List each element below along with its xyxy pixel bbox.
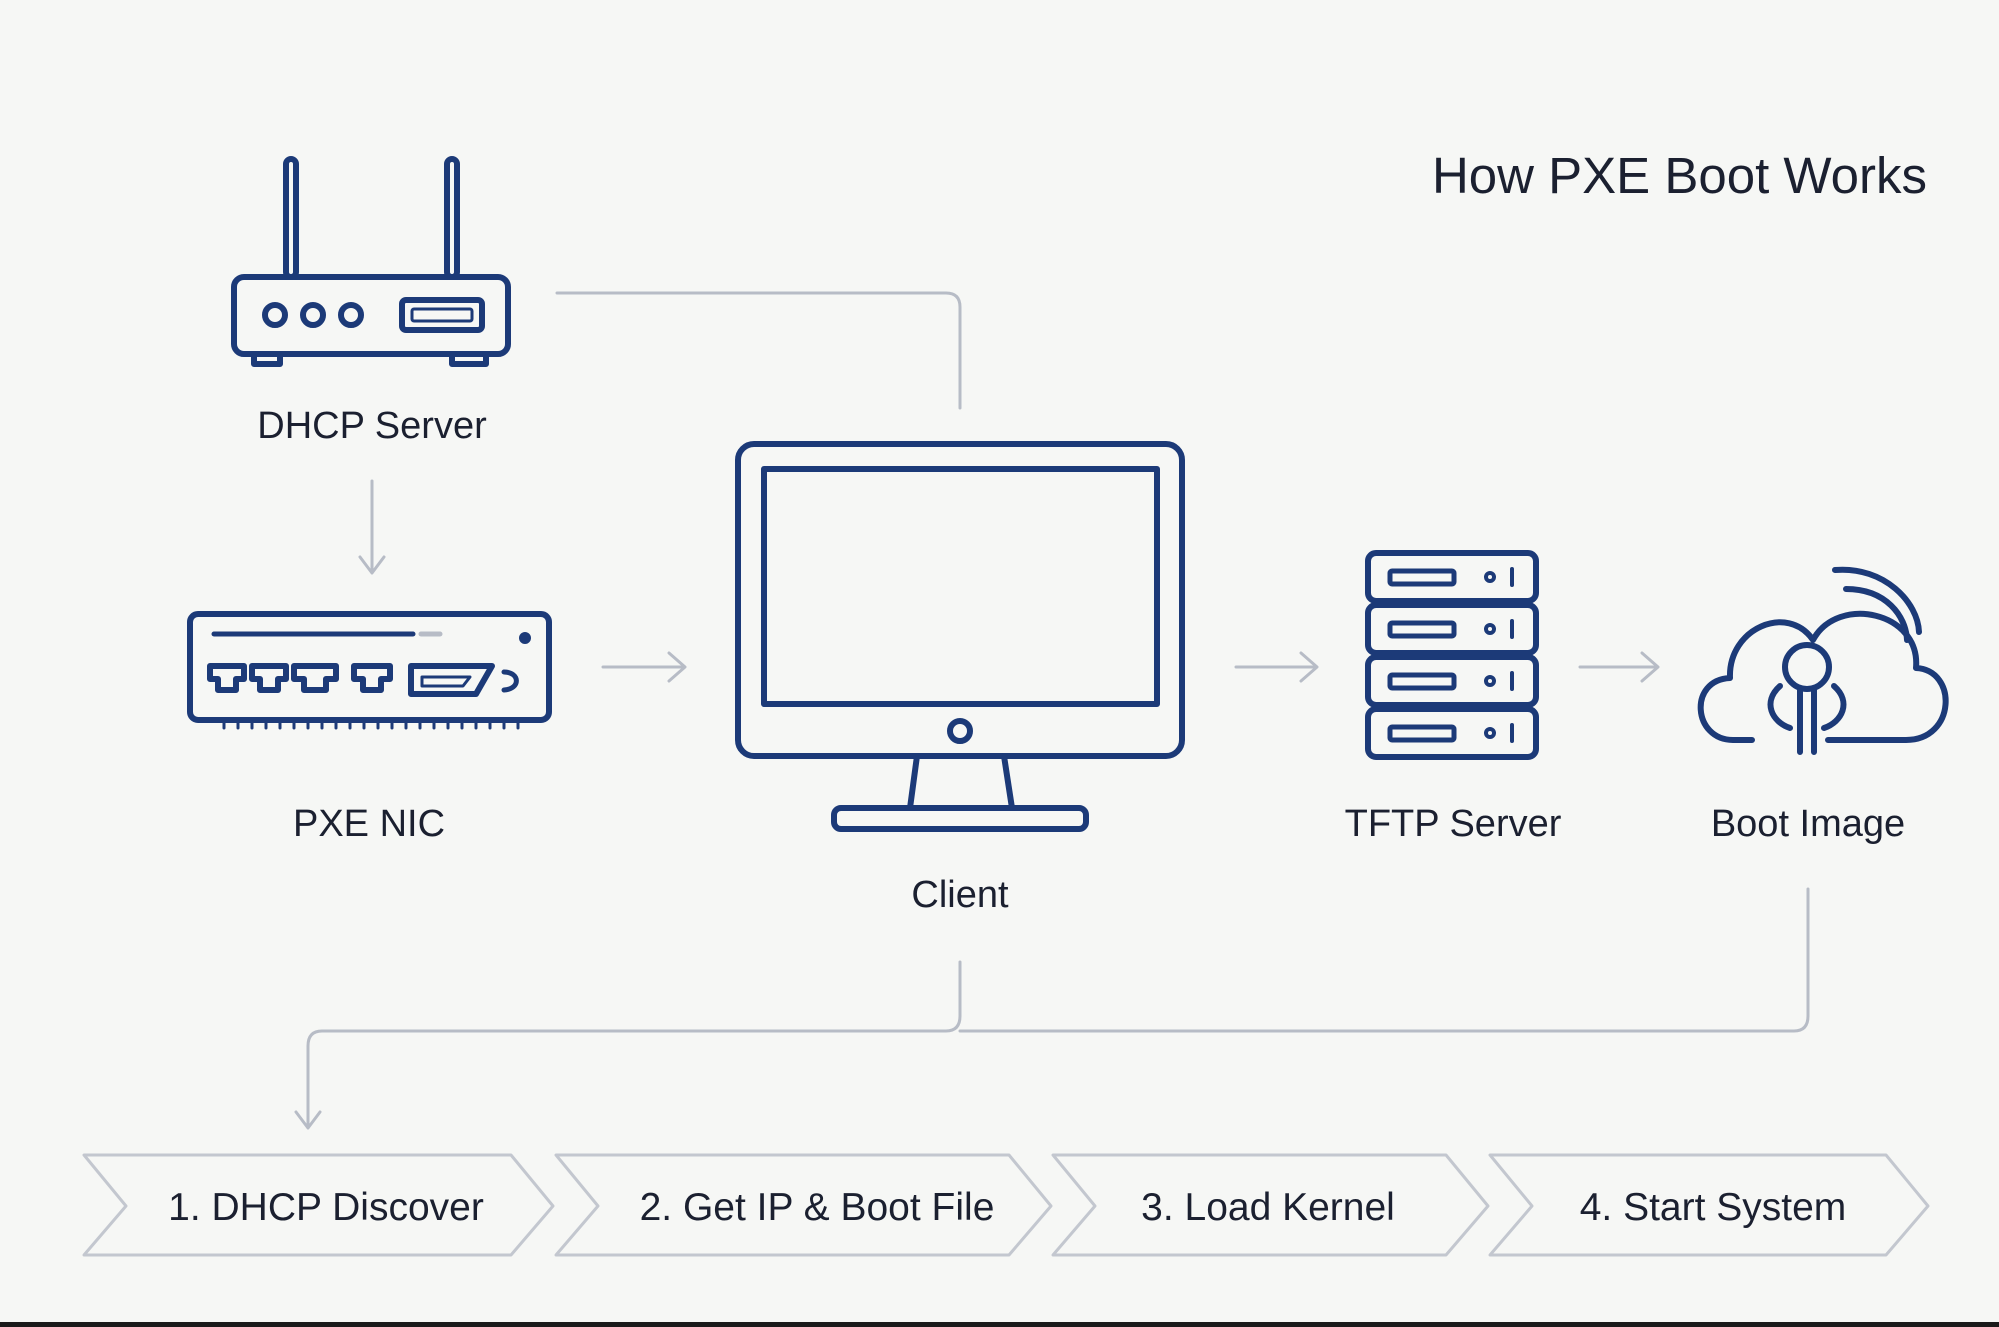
step-2: 2. Get IP & Boot File [554,1153,1053,1257]
cloud-download-icon [1697,566,1949,755]
step-2-label: 2. Get IP & Boot File [640,1186,995,1229]
pxe-nic-label: PXE NIC [293,803,445,845]
connector-boot-image-to-steps [958,887,1810,1033]
router-icon [231,156,511,367]
diagram-title: How PXE Boot Works [1432,147,1927,204]
step-4: 4. Start System [1488,1153,1930,1257]
network-card-icon [187,611,552,730]
arrow-tftp-to-boot-image [1578,651,1660,683]
step-1-chevron [82,1153,555,1257]
step-2-chevron [554,1153,1053,1257]
connector-dhcp-to-client [555,291,962,410]
step-1: 1. DHCP Discover [82,1153,555,1257]
steps-process: 1. DHCP Discover 2. Get IP & Boot File 3… [82,1153,1930,1257]
arrow-client-to-tftp [1234,651,1319,683]
client-label: Client [911,874,1009,916]
connector-client-to-steps [294,960,962,1130]
server-rack-icon [1365,550,1539,760]
tftp-server-label: TFTP Server [1345,803,1562,845]
step-4-label: 4. Start System [1580,1186,1847,1229]
dhcp-server-label: DHCP Server [257,405,487,447]
step-3-label: 3. Load Kernel [1141,1186,1395,1229]
boot-image-label: Boot Image [1711,803,1905,845]
monitor-icon [735,441,1185,832]
step-1-label: 1. DHCP Discover [168,1186,484,1229]
step-4-chevron [1488,1153,1930,1257]
arrow-nic-to-client [601,651,687,683]
step-3-chevron [1051,1153,1490,1257]
connectors [294,291,1810,1130]
bottom-edge-line [0,1322,1999,1327]
step-3: 3. Load Kernel [1051,1153,1490,1257]
connector-dhcp-to-nic [358,479,386,575]
